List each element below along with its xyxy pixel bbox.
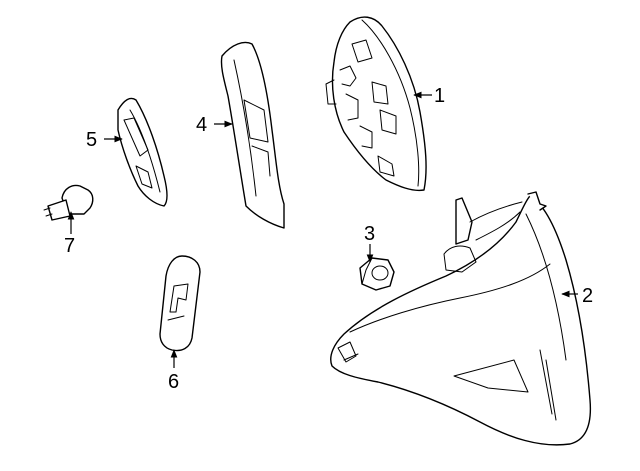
callout-1: 1 [434,85,445,107]
callout-5: 5 [86,129,97,151]
callout-2: 2 [582,285,593,307]
part-1-mirror-glass [325,16,427,192]
part-5-signal-lens [117,97,168,207]
part-6-lamp [159,255,201,352]
callout-7: 7 [64,235,75,257]
part-3-nut [359,257,395,291]
part-2-mirror-housing [330,191,592,446]
callout-4: 4 [196,114,207,136]
callout-3: 3 [364,223,375,245]
part-7-bulb [43,184,94,221]
part-4-cover [220,41,285,229]
callout-6: 6 [168,371,179,393]
